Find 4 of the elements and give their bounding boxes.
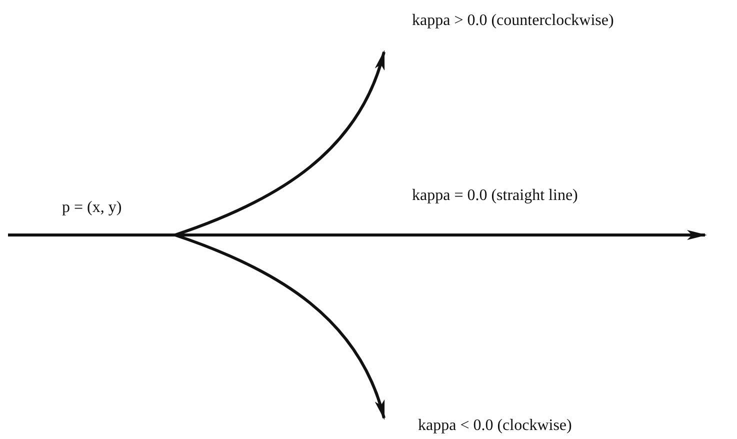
curvature-label: kappa < 0.0 (clockwise): [418, 418, 572, 434]
point-label: p = (x, y): [62, 200, 122, 216]
curvature-label: kappa > 0.0 (counterclockwise): [412, 13, 614, 29]
curvature-label: kappa = 0.0 (straight line): [412, 188, 578, 204]
